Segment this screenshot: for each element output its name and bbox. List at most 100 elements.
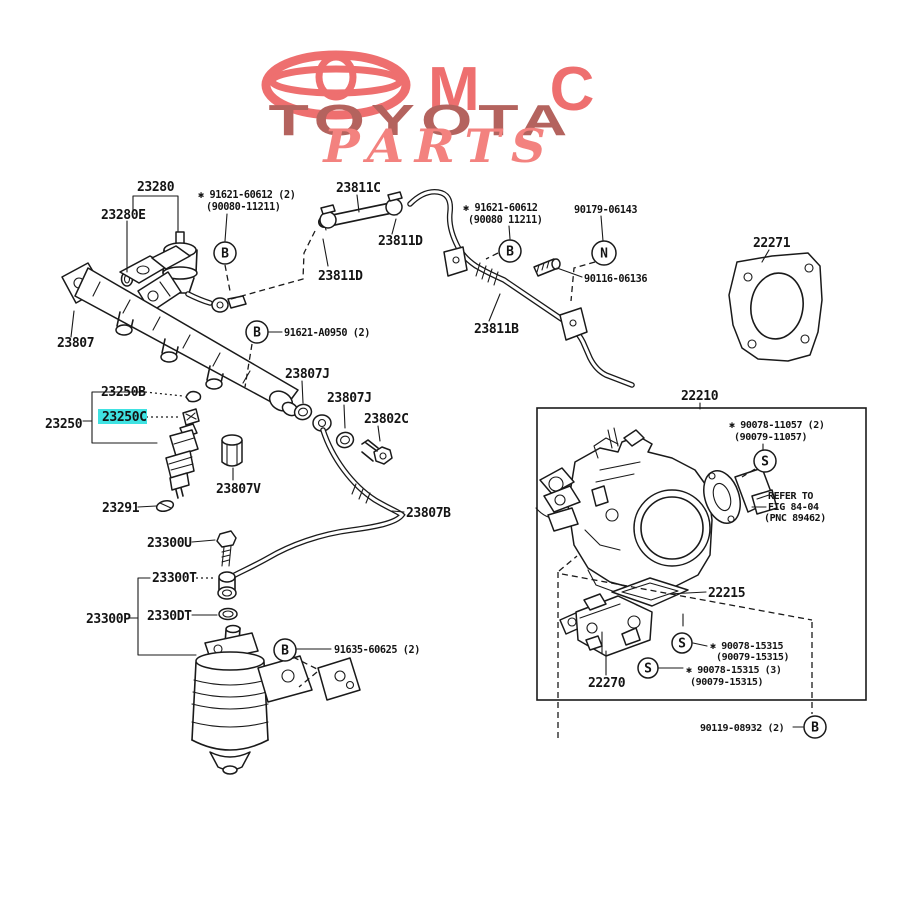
label-23807b: 23807B (406, 506, 451, 521)
label-2330dt: 2330DT (147, 609, 192, 624)
label-23802c: 23802C (364, 412, 409, 427)
label-22271: 22271 (753, 236, 791, 251)
label-22270: 22270 (588, 676, 626, 691)
leader-lines (70, 194, 804, 728)
toyota-emblem-horizontal-ellipse-icon (268, 65, 404, 97)
logo-text-toyota: TOYOTA (269, 95, 574, 144)
fuel-rail-drawing (61, 245, 299, 417)
label-90079-15315-a: (90079-15315) (716, 652, 789, 663)
label-23811c: 23811C (336, 181, 381, 196)
dashed-lines (144, 230, 813, 742)
callout-b-4: B (273, 638, 297, 662)
callout-letter: N (600, 247, 608, 262)
label-23291: 23291 (102, 501, 140, 516)
label-fig-84-04: FIG 84-04 (768, 502, 819, 513)
label-91635-60625: 91635-60625 (2) (334, 645, 420, 656)
label-22215: 22215 (708, 586, 745, 601)
callout-b-3: B (245, 320, 269, 344)
label-90179-06143: 90179-06143 (574, 205, 637, 216)
label-22210: 22210 (681, 389, 719, 404)
label-23811b: 23811B (474, 322, 519, 337)
callout-s-1: S (753, 449, 777, 473)
label-90079-11057: (90079-11057) (734, 432, 807, 443)
callout-letter: B (281, 644, 289, 659)
label-23811d-lower: 23811D (318, 269, 363, 284)
injector-drawing (165, 423, 199, 499)
label-90116-06136: 90116-06136 (584, 274, 647, 285)
callout-letter: B (811, 721, 819, 736)
gasket-22215-drawing (611, 577, 689, 627)
label-23250: 23250 (45, 417, 83, 432)
tps-sensor-drawing (703, 467, 778, 524)
toyota-logo: MC TOYOTA PARTS (261, 50, 664, 174)
label-23300t: 23300T (152, 571, 197, 586)
label-23300p: 23300P (86, 612, 131, 627)
logo-text-parts: PARTS (321, 120, 556, 174)
ring-23807j-upper-drawing (293, 403, 313, 421)
label-90119-08932: 90119-08932 (2) (700, 723, 784, 734)
ring-2330dt-drawing (218, 607, 238, 621)
toyota-emblem-vertical-ellipse-icon (315, 53, 357, 101)
part-labels: 23280 23280E ✱ 91621-60612 (2) (90080-11… (45, 180, 826, 734)
callout-s-3: S (637, 657, 659, 679)
ring-23807j-lower-drawing (335, 431, 355, 449)
label-23807v: 23807V (216, 482, 261, 497)
callout-letter: S (678, 637, 686, 652)
callout-letter: S (644, 662, 652, 677)
label-90078-11057: ✱ 90078-11057 (2) (729, 420, 825, 431)
label-23280e: 23280E (101, 208, 146, 223)
callout-circles: B B B B B N S S (213, 239, 827, 739)
gasket-22271-drawing (728, 252, 823, 362)
callout-s-2: S (671, 632, 693, 654)
callout-letter: B (506, 245, 514, 260)
callout-b-5: B (803, 715, 827, 739)
label-23807: 23807 (57, 336, 94, 351)
callout-n-1: N (591, 240, 617, 266)
fuel-filter-drawing (191, 624, 269, 775)
label-91621-60612-qty: ✱ 91621-60612 (2) (198, 190, 295, 201)
clamp-23300t-drawing (217, 571, 237, 600)
logo-text-mc: MC (428, 55, 664, 124)
hose-clamp-icon (387, 191, 403, 202)
injector-ports (115, 311, 224, 390)
label-91621-a0950: 91621-A0950 (2) (284, 328, 370, 339)
grommet-23250c-drawing (182, 408, 200, 426)
label-23807j-lower: 23807J (327, 391, 372, 406)
hose-clamp-icon (320, 204, 336, 215)
callout-b-1: B (213, 241, 237, 265)
hose-23811c-drawing (318, 191, 403, 231)
label-pnc-89462: (PNC 89462) (764, 513, 826, 524)
drawings (61, 188, 867, 775)
label-23300u: 23300U (147, 536, 192, 551)
label-23250c: 23250C (102, 410, 147, 425)
throttle-body-box (536, 407, 867, 701)
highlighted-part-23250c[interactable]: 23250C (98, 409, 147, 425)
throttle-body-drawing (535, 427, 713, 593)
pipe-23811b-drawing (407, 188, 635, 388)
label-90080-11211: (90080-11211) (206, 202, 281, 213)
label-90079-15315-b: (90079-15315) (690, 677, 763, 688)
label-90078-15315-3: ✱ 90078-15315 (3) (686, 665, 782, 676)
label-refer-to: REFER TO (768, 491, 813, 502)
hose-23807b-drawing (230, 427, 406, 579)
bolt-23300u-drawing (216, 530, 237, 567)
label-91621-60612: ✱ 91621-60612 (463, 203, 538, 214)
filter-bracket-drawing (257, 655, 361, 703)
cap-23807v-drawing (221, 434, 243, 467)
callout-letter: B (221, 247, 229, 262)
clip-23291-drawing (155, 499, 175, 513)
clip-23250b-drawing (185, 390, 202, 403)
callout-b-2: B (498, 239, 522, 263)
bolt-90116-drawing (533, 258, 561, 277)
callout-letter: B (253, 326, 261, 341)
label-23250b: 23250B (101, 385, 146, 400)
highlight-rect (98, 409, 147, 424)
bolt-23802c-drawing (361, 439, 393, 465)
label-23811d-upper: 23811D (378, 234, 423, 249)
callout-letter: S (761, 455, 769, 470)
isc-valve-22270-drawing (559, 593, 653, 657)
label-23807j-upper: 23807J (285, 367, 330, 382)
label-90080-11211-b: (90080 11211) (468, 215, 543, 226)
